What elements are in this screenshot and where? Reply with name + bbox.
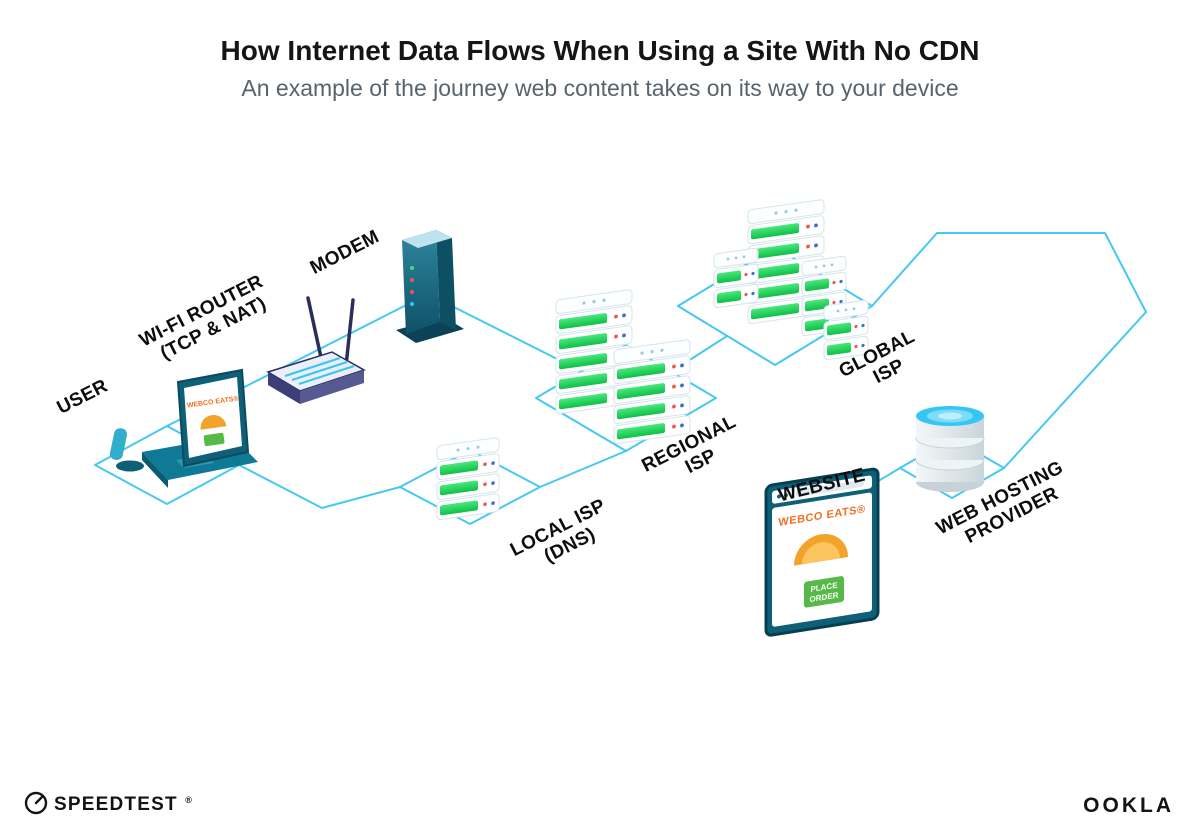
place-order-button[interactable]: PLACE ORDER <box>804 576 844 608</box>
website-browser: WEBCO EATS® PLACE ORDER <box>764 467 880 637</box>
website-taco-illustration <box>794 533 848 566</box>
modem-led <box>410 302 414 306</box>
router-stripe <box>284 357 341 377</box>
user-label-text: USER <box>54 375 112 418</box>
modem-label-text: MODEM <box>307 226 383 278</box>
user-laptop: WEBCO EATS® <box>109 368 258 488</box>
laptop-base-front <box>142 452 168 488</box>
place-order-line1: PLACE <box>810 581 838 594</box>
connection-global-hosting <box>871 232 1147 469</box>
speedtest-wordmark-text: SPEEDTEST <box>54 794 178 815</box>
browser-titlebar <box>772 475 872 504</box>
local-isp-label: LOCAL ISP (DNS) <box>507 493 623 580</box>
modem-side <box>436 230 456 330</box>
modem-front <box>402 230 440 334</box>
ookla-wordmark: OOKLA <box>1083 794 1174 817</box>
modem-led <box>410 290 414 294</box>
user-figure <box>109 428 144 472</box>
modem-led <box>410 266 414 270</box>
user-label: USER <box>54 375 112 418</box>
wifi-router <box>266 296 366 404</box>
speedtest-gauge-icon <box>24 791 48 815</box>
modem-top <box>402 230 452 248</box>
server-tower <box>713 247 759 309</box>
wifi-router-label: WI-FI ROUTER (TCP & NAT) <box>136 269 281 370</box>
global-isp-servers <box>713 198 869 361</box>
router-stripe <box>298 365 355 385</box>
router-stripe <box>291 361 348 381</box>
local-isp-servers <box>436 436 500 521</box>
server-tower <box>436 436 500 521</box>
laptop-taco-illustration <box>200 415 227 430</box>
modem-label: MODEM <box>307 226 383 278</box>
cylinder-top-core <box>938 412 962 420</box>
router-antenna-right <box>344 298 355 368</box>
speedtest-logo: SPEEDTEST ® <box>24 791 193 815</box>
connection-user-local <box>238 464 401 509</box>
page-subtitle: An example of the journey web content ta… <box>241 75 958 101</box>
router-side <box>300 370 364 404</box>
router-front <box>268 372 300 404</box>
page-title: How Internet Data Flows When Using a Sit… <box>221 35 980 66</box>
modem-led <box>410 278 414 282</box>
laptop-order-badge <box>203 432 225 447</box>
speedtest-wordmark: SPEEDTEST ® <box>54 794 193 815</box>
connection-local-regional <box>539 450 627 488</box>
speedtest-trademark: ® <box>185 795 193 805</box>
hosting-database <box>915 406 985 492</box>
router-antenna-left <box>306 296 324 364</box>
server-tower <box>613 338 691 445</box>
modem-device <box>396 230 464 343</box>
local-isp-platform <box>399 449 541 525</box>
